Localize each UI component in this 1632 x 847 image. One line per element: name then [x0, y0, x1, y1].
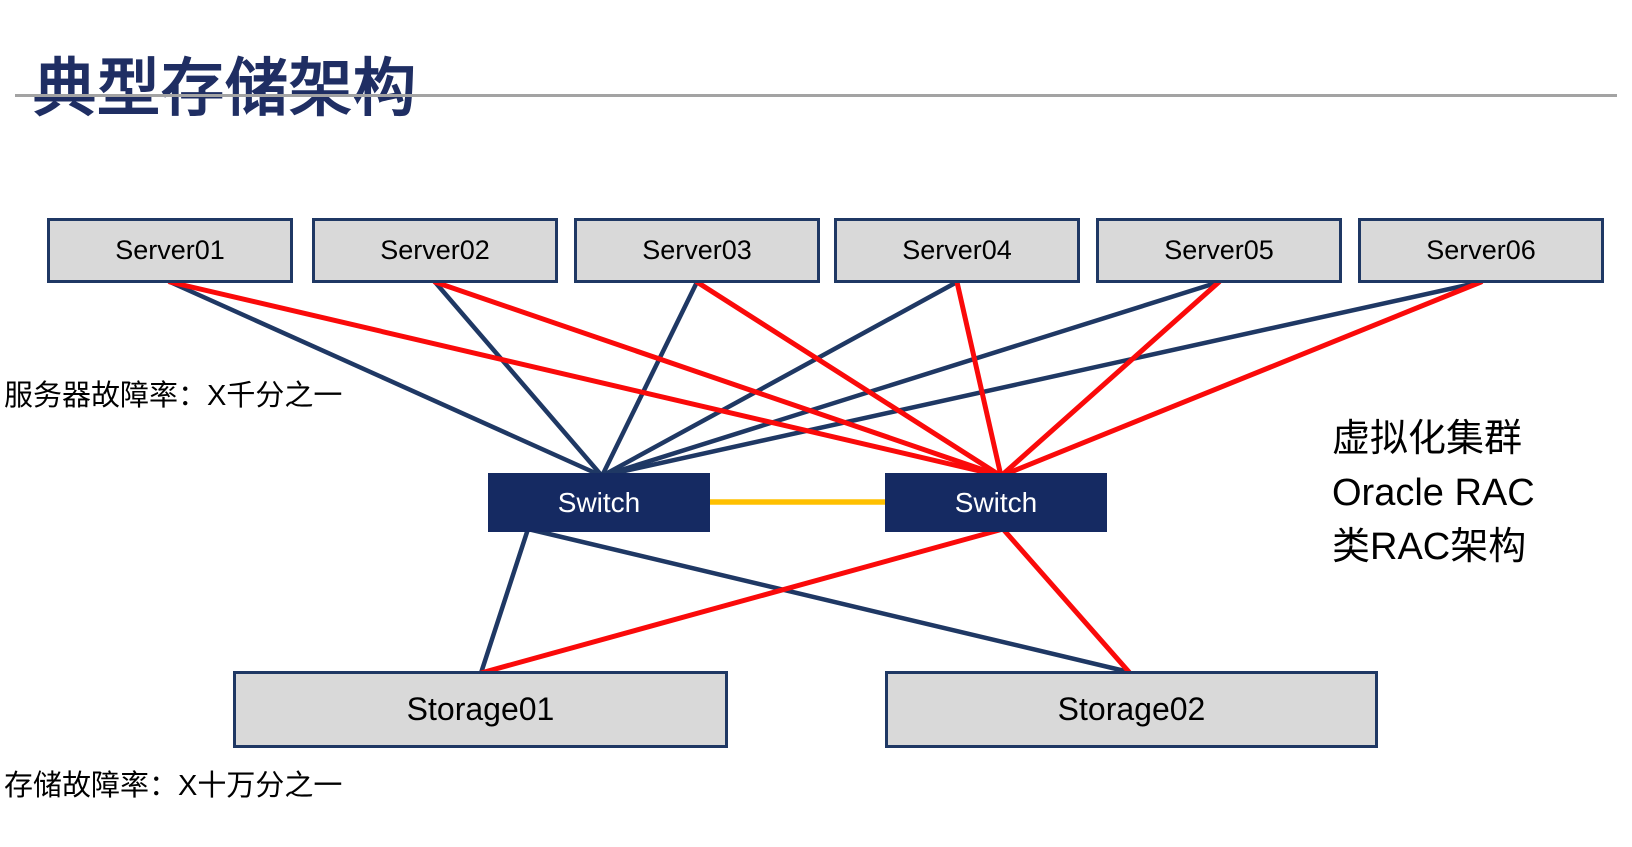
switch2-node: Switch	[885, 473, 1107, 532]
storage-fault-rate-note: 存储故障率：X十万分之一	[4, 770, 343, 802]
cluster-type-note-line2: Oracle RAC	[1332, 472, 1535, 514]
link-switch2-bottom-to-storage2-top	[1000, 526, 1132, 675]
link-server5-to-switch1-top	[599, 279, 1222, 479]
link-server2-to-switch2-top	[432, 279, 1004, 479]
server02-label: Server02	[380, 235, 490, 265]
link-switch2-bottom-to-storage1-top	[478, 526, 1006, 676]
link-server2-to-switch1-top	[432, 279, 605, 479]
server06-label: Server06	[1426, 235, 1536, 265]
page-title: 典型存储架构	[33, 54, 417, 125]
storage02-label: Storage02	[1057, 691, 1206, 727]
server05-node: Server05	[1096, 218, 1342, 283]
server06-node: Server06	[1358, 218, 1604, 283]
switch2-label: Switch	[954, 486, 1038, 518]
link-server4-to-switch2-top	[954, 279, 1004, 479]
server-fault-rate-note: 服务器故障率：X千分之一	[4, 380, 343, 412]
cluster-type-note-line1: 虚拟化集群	[1332, 418, 1523, 460]
storage01-label: Storage01	[406, 691, 555, 727]
switch1-node: Switch	[488, 473, 710, 532]
server01-node: Server01	[47, 218, 293, 283]
link-server5-to-switch2-top	[998, 279, 1222, 479]
title-divider-line	[15, 94, 1617, 97]
switch1-label: Switch	[557, 486, 641, 518]
cluster-type-note-line3: 类RAC架构	[1332, 526, 1527, 568]
server05-label: Server05	[1164, 235, 1274, 265]
link-server1-to-switch2-top	[167, 279, 1004, 479]
link-server6-to-switch1-top	[599, 279, 1484, 479]
server04-node: Server04	[834, 218, 1080, 283]
server03-node: Server03	[574, 218, 820, 283]
storage01-node: Storage01	[233, 671, 728, 748]
storage02-node: Storage02	[885, 671, 1378, 748]
server01-label: Server01	[115, 235, 225, 265]
server03-label: Server03	[642, 235, 752, 265]
link-server4-to-switch1-top	[599, 279, 960, 479]
link-server6-to-switch2-top	[998, 279, 1484, 479]
link-server1-to-switch1-top	[167, 279, 605, 479]
link-switch1-bottom-to-storage2-top	[525, 526, 1132, 675]
server04-label: Server04	[902, 235, 1012, 265]
link-server3-to-switch1-top	[599, 279, 700, 479]
cluster-type-note: 虚拟化集群 Oracle RAC 类RAC架构	[1332, 412, 1535, 574]
link-server3-to-switch2-top	[694, 279, 1004, 479]
server02-node: Server02	[312, 218, 558, 283]
link-switch1-bottom-to-storage1-top	[478, 526, 531, 676]
